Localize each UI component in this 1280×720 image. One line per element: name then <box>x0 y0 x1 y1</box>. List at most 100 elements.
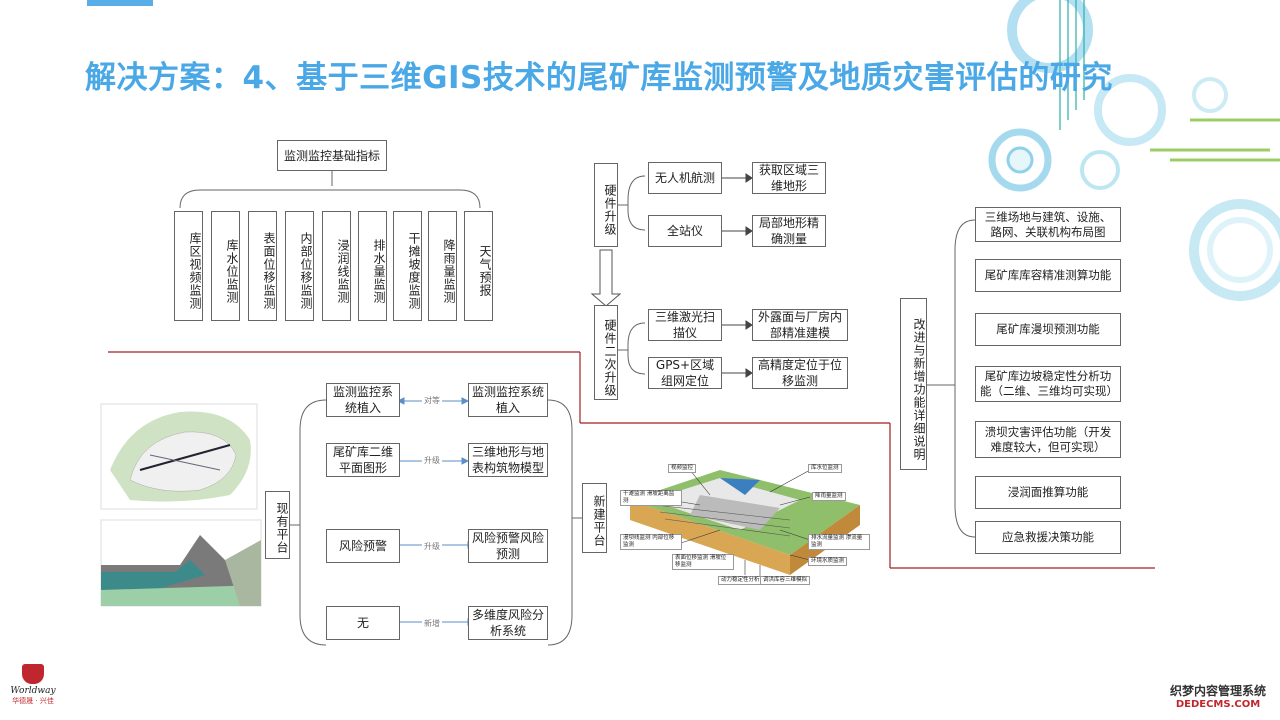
upgrade2-left-0-label: 三维激光扫描仪 <box>654 310 715 340</box>
model-label-7: 环境水质监测 <box>808 557 848 566</box>
new-item-label: 多维度风险分析系统 <box>471 608 544 638</box>
upgrade2-right-0-label: 外露面与厂房内部精准建模 <box>757 310 842 340</box>
basic-indicator-label: 降雨量监测 <box>442 238 456 304</box>
improvement-item-0: 三维场地与建筑、设施、路网、关联机构布局图 <box>975 207 1121 242</box>
basic-indicator-label: 干摊坡度监测 <box>407 232 421 310</box>
upgrade1-left-0-label: 无人机航测 <box>654 171 715 185</box>
upgrade1-left-0: 无人机航测 <box>648 162 722 194</box>
link-label-1: 升级 <box>422 455 442 466</box>
improvement-item-2: 尾矿库漫坝预测功能 <box>975 313 1121 346</box>
existing-platform-label: 现有平台 <box>275 502 289 554</box>
upgrade2-right-1-label: 高精度定位于位移监测 <box>757 358 842 388</box>
existing-item-2: 风险预警 <box>326 529 400 563</box>
existing-item-1: 尾矿库二维平面图形 <box>326 443 400 477</box>
improvement-item-label: 尾矿库漫坝预测功能 <box>996 322 1100 336</box>
watermark-line1: 织梦内容管理系统 <box>1169 684 1266 698</box>
existing-item-3: 无 <box>326 606 400 640</box>
existing-item-label: 风险预警 <box>338 539 387 553</box>
hardware-upgrade-1-label: 硬件升级 <box>603 184 617 236</box>
new-platform-label: 新建平台 <box>592 495 606 547</box>
improvement-item-3: 尾矿库边坡稳定性分析功能（二维、三维均可实现） <box>975 366 1121 402</box>
basic-indicator-label: 排水量监测 <box>372 238 386 304</box>
link-label-3: 新增 <box>422 618 442 629</box>
model-label-5: 表面位移监测 滑坡位移监测 <box>672 554 734 570</box>
model-label-8: 动力稳定性分析 <box>718 576 763 585</box>
upgrade1-right-0-label: 获取区域三维地形 <box>758 163 819 193</box>
page-title: 解决方案：4、基于三维GIS技术的尾矿库监测预警及地质灾害评估的研究 <box>85 60 1113 96</box>
basic-indicator-label: 库区视频监测 <box>188 232 202 310</box>
top-accent-bar <box>87 0 153 6</box>
new-item-2: 风险预警风险预测 <box>468 529 548 563</box>
improvement-item-label: 应急救援决策功能 <box>1002 530 1094 544</box>
basic-root-label: 监测监控基础指标 <box>283 148 380 163</box>
basic-indicator-7: 降雨量监测 <box>428 211 457 321</box>
new-item-label: 监测监控系统植入 <box>471 385 544 415</box>
new-item-0: 监测监控系统植入 <box>468 383 548 417</box>
basic-indicator-4: 浸润线监测 <box>322 211 351 321</box>
upgrade2-left-1-label: GPS+区域组网定位 <box>655 358 715 388</box>
improvement-item-6: 应急救援决策功能 <box>975 521 1121 554</box>
hardware-upgrade-2-label: 硬件二次升级 <box>603 318 617 397</box>
tailings-3d-model <box>608 460 878 590</box>
upgrade1-right-1-label: 局部地形精确测量 <box>758 216 819 246</box>
model-label-6: 排水流量监测 渗流量监测 <box>808 534 870 550</box>
basic-indicator-5: 排水量监测 <box>358 211 387 321</box>
improvement-item-4: 溃坝灾害评估功能（开发难度较大，但可实现） <box>975 421 1121 458</box>
basic-indicator-8: 天气预报 <box>464 211 493 321</box>
improvement-item-label: 浸润面推算功能 <box>1007 485 1089 499</box>
model-label-1: 库水位监测 <box>808 464 842 473</box>
new-item-1: 三维地形与地表构筑物模型 <box>468 443 548 477</box>
basic-indicator-label: 天气预报 <box>478 245 492 297</box>
basic-indicator-2: 表面位移监测 <box>248 211 277 321</box>
hardware-upgrade-2: 硬件二次升级 <box>594 305 618 400</box>
logo-cn: 华德晟 · 兴佳 <box>12 697 54 705</box>
company-logo: Worldway 华德晟 · 兴佳 <box>8 664 58 718</box>
basic-indicator-0: 库区视频监测 <box>174 211 203 321</box>
model-label-9: 调洪库容三维模拟 <box>760 576 811 585</box>
upgrade2-left-1: GPS+区域组网定位 <box>648 357 722 389</box>
improvement-item-label: 溃坝灾害评估功能（开发难度较大，但可实现） <box>984 424 1112 454</box>
watermark: 织梦内容管理系统 DEDECMS.COM <box>1160 684 1276 711</box>
existing-item-label: 无 <box>356 616 369 630</box>
improvement-label: 改进与新增功能详细说明 <box>912 317 926 461</box>
model-label-2: 降雨量监测 <box>812 492 846 501</box>
new-item-3: 多维度风险分析系统 <box>468 606 548 640</box>
upgrade2-right-1: 高精度定位于位移监测 <box>752 357 848 389</box>
upgrade2-left-0: 三维激光扫描仪 <box>648 309 722 341</box>
existing-item-label: 尾矿库二维平面图形 <box>332 445 393 475</box>
existing-item-label: 监测监控系统植入 <box>332 385 393 415</box>
existing-item-0: 监测监控系统植入 <box>326 383 400 417</box>
basic-indicator-1: 库水位监测 <box>211 211 240 321</box>
basic-indicators-root: 监测监控基础指标 <box>277 140 387 171</box>
improvement-label-box: 改进与新增功能详细说明 <box>900 298 927 470</box>
cross-section-thumbnail <box>100 519 262 607</box>
existing-platform: 现有平台 <box>265 491 290 559</box>
upgrade2-right-0: 外露面与厂房内部精准建模 <box>752 309 848 341</box>
terrain-thumbnail <box>100 403 258 510</box>
link-label-2: 升级 <box>422 541 442 552</box>
upgrade1-right-0: 获取区域三维地形 <box>752 162 826 194</box>
model-label-4: 漫坝线监测 内部位移监测 <box>620 534 682 550</box>
new-platform: 新建平台 <box>582 483 607 553</box>
hardware-upgrade-1: 硬件升级 <box>594 163 618 247</box>
improvement-item-5: 浸润面推算功能 <box>975 476 1121 509</box>
improvement-item-label: 三维场地与建筑、设施、路网、关联机构布局图 <box>984 209 1112 239</box>
improvement-item-1: 尾矿库库容精准测算功能 <box>975 259 1121 292</box>
new-item-label: 风险预警风险预测 <box>471 531 544 561</box>
watermark-line2: DEDECMS.COM <box>1175 699 1261 710</box>
upgrade1-left-1-label: 全站仪 <box>666 224 703 238</box>
basic-indicator-label: 表面位移监测 <box>262 232 276 310</box>
logo-mark-icon <box>22 664 44 684</box>
new-item-label: 三维地形与地表构筑物模型 <box>471 445 544 475</box>
basic-indicator-label: 内部位移监测 <box>299 232 313 310</box>
link-label-0: 对等 <box>422 395 442 406</box>
improvement-item-label: 尾矿库边坡稳定性分析功能（二维、三维均可实现） <box>980 369 1118 398</box>
improvement-item-label: 尾矿库库容精准测算功能 <box>984 268 1112 282</box>
upgrade1-right-1: 局部地形精确测量 <box>752 215 826 247</box>
basic-indicator-3: 内部位移监测 <box>285 211 314 321</box>
logo-brand: Worldway <box>10 686 56 696</box>
basic-indicator-label: 库水位监测 <box>225 238 239 304</box>
model-label-0: 视频监控 <box>668 464 697 473</box>
upgrade1-left-1: 全站仪 <box>648 215 722 247</box>
